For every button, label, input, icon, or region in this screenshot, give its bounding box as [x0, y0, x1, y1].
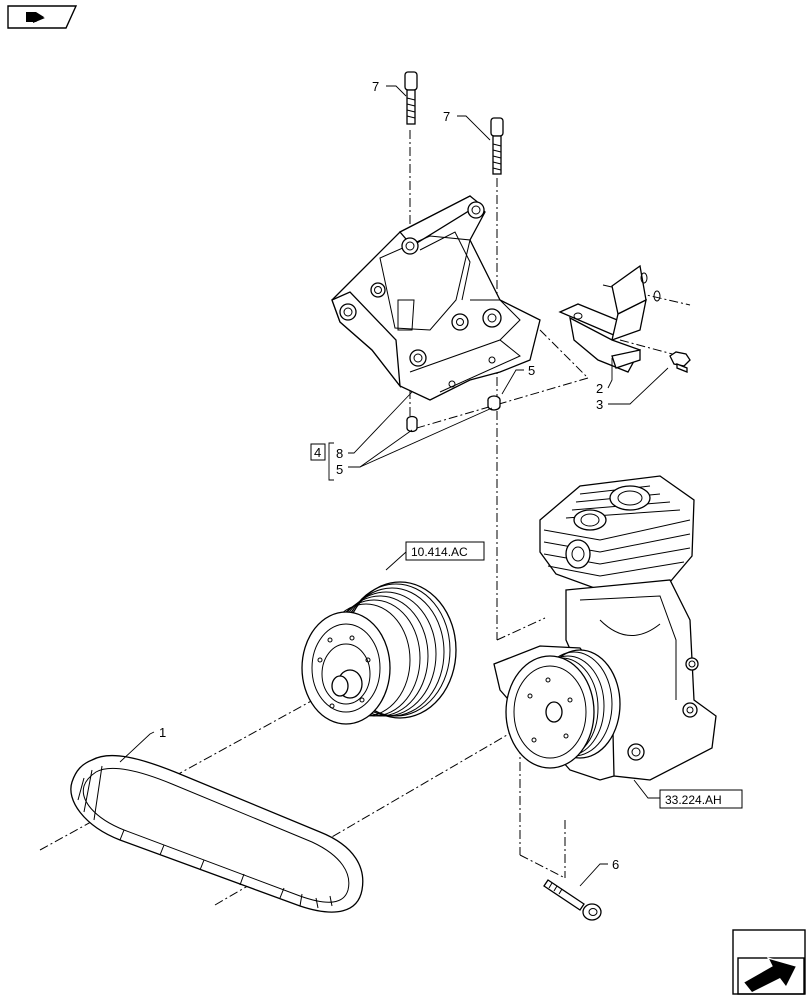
next-page-arrow-icon[interactable] — [732, 929, 806, 995]
callout-4: 4 — [314, 445, 321, 460]
reference-box-pulley[interactable]: 10.414.AC — [405, 541, 485, 561]
callouts: 7 7 5 2 3 8 5 1 6 — [159, 79, 619, 872]
reference-pulley-label: 10.414.AC — [411, 545, 468, 559]
kit-group-4: 4 — [310, 442, 334, 481]
compressor-support-bracket — [331, 195, 541, 401]
screw-3 — [669, 351, 691, 373]
crankshaft-pulley — [301, 581, 457, 725]
callout-7-left: 7 — [372, 79, 379, 94]
previous-page-arrow-icon[interactable] — [7, 5, 78, 29]
reference-compressor-label: 33.224.AH — [665, 793, 722, 807]
leader-lines — [119, 85, 669, 887]
reference-box-compressor[interactable]: 33.224.AH — [659, 789, 743, 809]
callout-5-kit: 5 — [336, 462, 343, 477]
callout-8: 8 — [336, 446, 343, 461]
callout-3: 3 — [596, 397, 603, 412]
drive-belt-1 — [70, 754, 364, 913]
dowel-pin-8 — [406, 415, 418, 433]
callout-7-right: 7 — [443, 109, 450, 124]
bolt-7-left — [404, 71, 418, 125]
small-bracket-2 — [558, 264, 661, 373]
callout-1: 1 — [159, 725, 166, 740]
callout-6: 6 — [612, 857, 619, 872]
bolt-6 — [543, 879, 602, 921]
bolt-7-right — [490, 117, 504, 175]
callout-5-pin: 5 — [528, 363, 535, 378]
callout-2: 2 — [596, 381, 603, 396]
air-compressor — [493, 475, 717, 781]
dowel-pin-5 — [487, 395, 501, 411]
